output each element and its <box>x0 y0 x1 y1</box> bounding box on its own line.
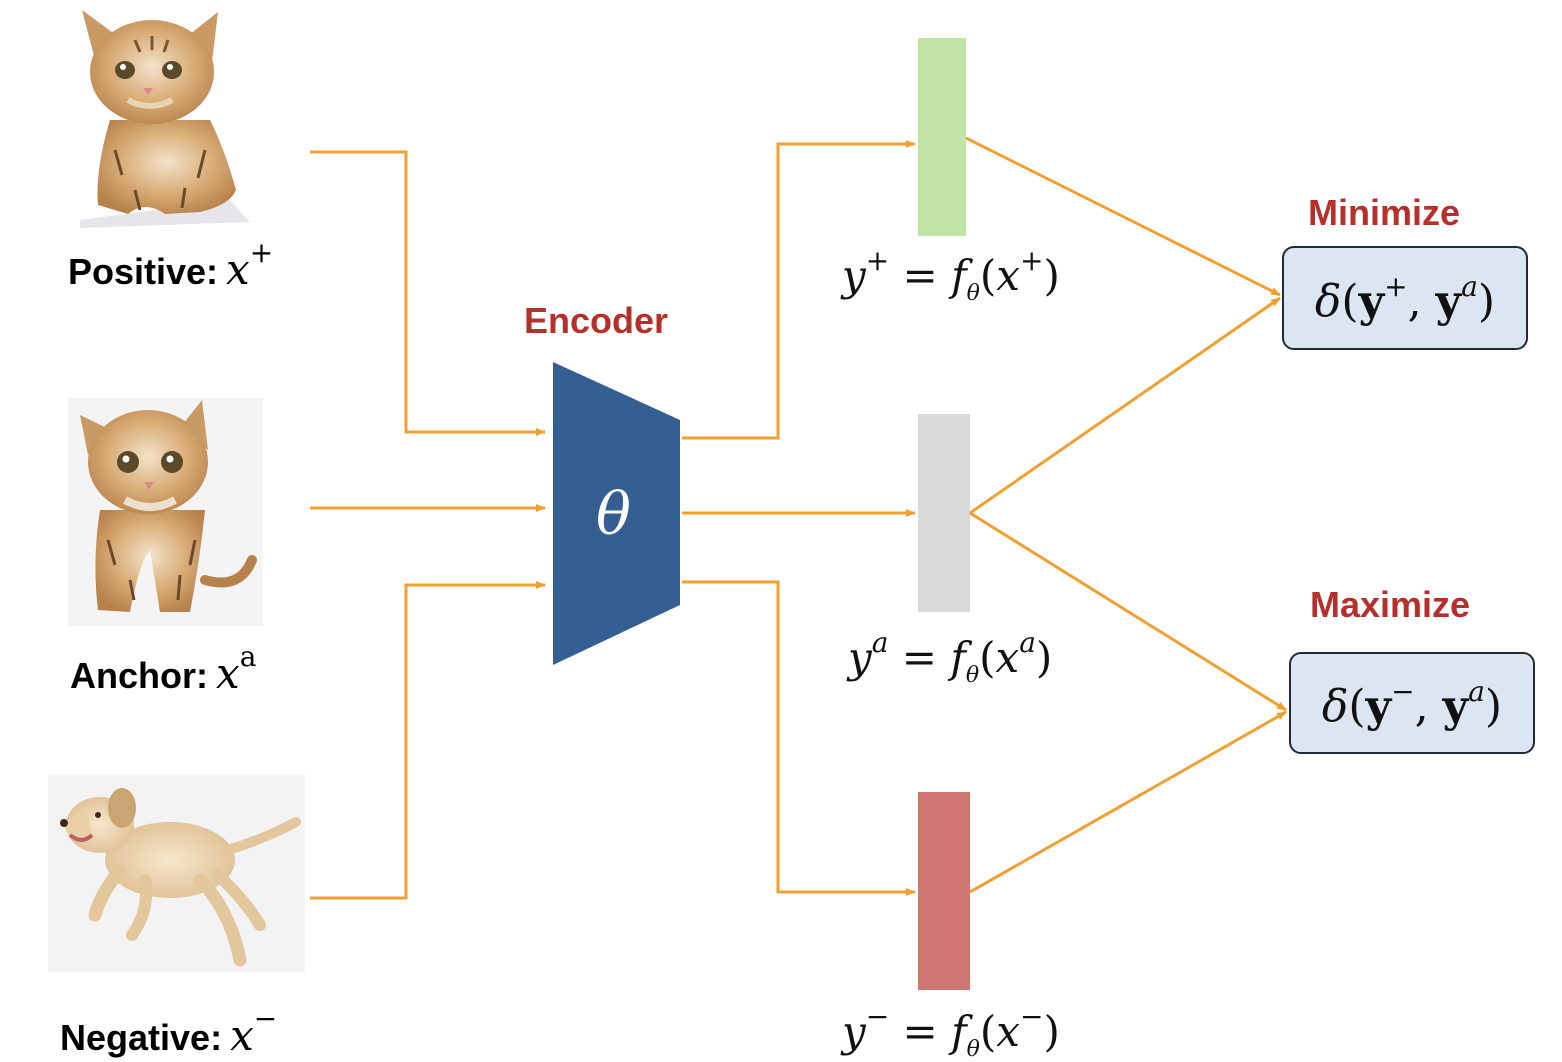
negative-puppy-image <box>48 775 305 972</box>
arrow-anchor-to-minimize <box>969 296 1281 515</box>
arrow-encoder-to-negative-embedding <box>682 580 916 896</box>
arrow-encoder-to-positive-embedding <box>682 140 916 440</box>
minimize-loss-box: δ(y+, ya) <box>1282 246 1528 350</box>
arrow-positive-to-encoder <box>310 150 546 436</box>
anchor-embedding-bar <box>918 414 970 612</box>
negative-embedding-bar <box>918 792 970 990</box>
arrow-anchor-to-maximize <box>969 511 1287 712</box>
positive-embedding-bar <box>918 38 966 236</box>
anchor-kitten-image <box>68 398 263 626</box>
negative-label: Negative:x− <box>60 1002 278 1060</box>
arrow-positive-to-minimize <box>965 136 1281 297</box>
anchor-label: Anchor:xa <box>70 640 257 698</box>
negative-embedding-equation: y− = fθ(x−) <box>842 1000 1060 1062</box>
maximize-title: Maximize <box>1310 584 1471 625</box>
positive-kitten-image <box>80 10 250 228</box>
minimize-title: Minimize <box>1308 192 1461 233</box>
encoder-theta-symbol: θ <box>596 480 631 548</box>
arrow-negative-to-encoder <box>310 581 546 900</box>
positive-embedding-equation: y+ = fθ(x+) <box>842 244 1060 306</box>
arrow-negative-to-maximize <box>969 710 1287 894</box>
encoder-title: Encoder <box>524 300 669 341</box>
maximize-loss-box: δ(y−, ya) <box>1289 652 1535 754</box>
anchor-embedding-equation: ya = fθ(xa) <box>848 626 1053 688</box>
encoder-trapezoid <box>553 362 680 665</box>
positive-label: Positive:x+ <box>68 236 274 294</box>
